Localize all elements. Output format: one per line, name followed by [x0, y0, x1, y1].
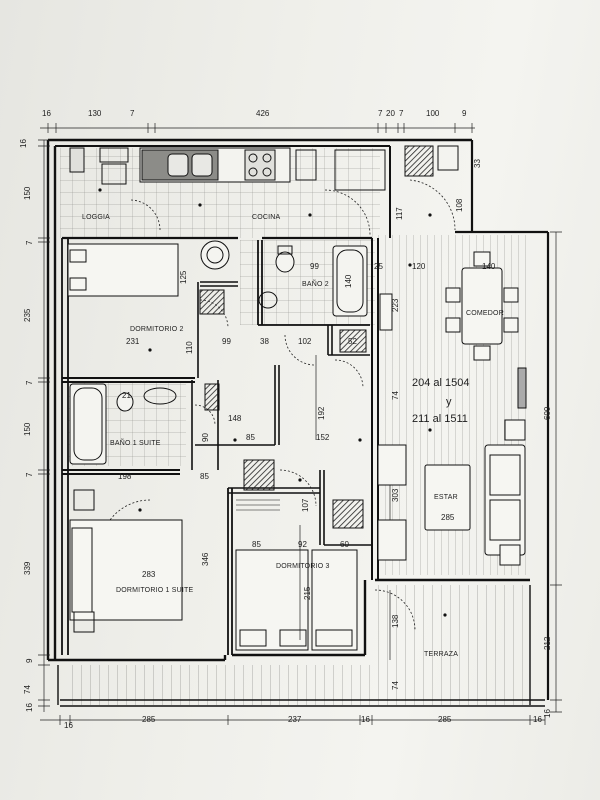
dim-120: 120: [412, 262, 426, 271]
dim-85b: 85: [200, 472, 209, 481]
dim-38: 38: [260, 337, 269, 346]
dim-148: 148: [228, 414, 242, 423]
dim-346: 346: [201, 552, 210, 566]
dim-152: 152: [316, 433, 330, 442]
left-dim-7c: 7: [25, 472, 34, 477]
left-dim-7b: 7: [25, 380, 34, 385]
left-dim-7a: 7: [25, 240, 34, 245]
room-bano2: BAÑO 2: [302, 281, 329, 288]
top-dim-7c: 7: [399, 109, 404, 118]
bath1-fixtures: [69, 383, 364, 529]
bottom-dim-285b: 285: [438, 715, 452, 724]
left-dim-74: 74: [23, 685, 32, 694]
dim-283: 283: [142, 570, 156, 579]
dim-74a: 74: [391, 391, 400, 400]
dim-223: 223: [391, 298, 400, 312]
bottom-dim-16b: 16: [361, 715, 370, 724]
right-dim-600: 600: [543, 406, 552, 420]
top-dim-7b: 7: [378, 109, 383, 118]
room-dormitorio1: DORMITORIO 1 SUITE: [116, 587, 194, 594]
room-estar: ESTAR: [434, 494, 458, 501]
left-dim-16: 16: [19, 139, 28, 148]
room-cocina: COCINA: [252, 214, 281, 221]
left-dim-339: 339: [23, 561, 32, 575]
dim-85a: 85: [246, 433, 255, 442]
bottom-dim-237: 237: [288, 715, 302, 724]
terrace-deck-east: [376, 585, 528, 665]
dim-85c: 85: [252, 540, 261, 549]
bath2-fixtures: [199, 240, 368, 353]
dim-99b: 99: [222, 337, 231, 346]
dim-231: 231: [126, 337, 140, 346]
top-dim-100: 100: [426, 109, 440, 118]
bottom-dim-16a: 16: [64, 721, 73, 730]
left-dim-150a: 150: [23, 186, 32, 200]
dim-102: 102: [298, 337, 312, 346]
top-dim-9: 9: [462, 109, 467, 118]
walls: [46, 138, 550, 707]
bottom-dim-285a: 285: [142, 715, 156, 724]
unit-range-line1: 204 al 1504: [412, 377, 470, 389]
dim-108: 108: [455, 198, 464, 212]
dim-140a: 140: [482, 262, 496, 271]
dim-99a: 99: [310, 262, 319, 271]
terrace-deck-south: [70, 665, 530, 705]
top-dim-130: 130: [88, 109, 102, 118]
dim-92: 92: [298, 540, 307, 549]
top-dim-7a: 7: [130, 109, 135, 118]
living-furniture: [377, 251, 527, 566]
kitchen-fixtures: [69, 145, 459, 191]
electric-markers: [98, 188, 447, 617]
room-dormitorio2: DORMITORIO 2: [130, 326, 184, 333]
left-dim-150b: 150: [23, 422, 32, 436]
top-dim-16: 16: [42, 109, 51, 118]
left-dim-235: 235: [23, 308, 32, 322]
dim-74b: 74: [391, 681, 400, 690]
right-dim-212: 212: [543, 636, 552, 650]
dim-125: 125: [179, 270, 188, 284]
dim-110: 110: [185, 341, 194, 354]
bedroom-furniture: [67, 243, 358, 651]
room-bano1: BAÑO 1 SUITE: [110, 440, 161, 447]
dim-303: 303: [391, 488, 400, 502]
dim-138: 138: [391, 614, 400, 628]
dim-215: 215: [303, 586, 312, 600]
dim-90: 90: [201, 433, 210, 442]
room-terraza: TERRAZA: [424, 651, 459, 658]
room-comedor: COMEDOR: [466, 310, 504, 317]
room-dormitorio3: DORMITORIO 3: [276, 563, 330, 570]
dim-192: 192: [317, 406, 326, 420]
dim-52: 52: [348, 337, 357, 346]
dim-140b: 140: [344, 274, 353, 288]
dim-198: 198: [118, 472, 132, 481]
dim-285a: 285: [441, 513, 455, 522]
dim-25: 25: [374, 262, 383, 271]
dimension-lines: [38, 123, 562, 725]
dim-33: 33: [473, 159, 482, 168]
left-dim-9: 9: [25, 658, 34, 663]
dim-117: 117: [395, 207, 404, 220]
right-dim-16: 16: [543, 709, 552, 718]
top-dim-426: 426: [256, 109, 270, 118]
unit-range-line3: 211 al 1511: [412, 413, 468, 425]
dim-21: 21: [122, 391, 131, 400]
bottom-dim-16c: 16: [533, 715, 542, 724]
room-loggia: LOGGIA: [82, 214, 111, 221]
dim-60: 60: [340, 540, 349, 549]
left-dim-16b: 16: [25, 703, 34, 712]
unit-range-line2: y: [446, 396, 452, 408]
top-dim-20: 20: [386, 109, 395, 118]
dim-107: 107: [301, 498, 310, 512]
